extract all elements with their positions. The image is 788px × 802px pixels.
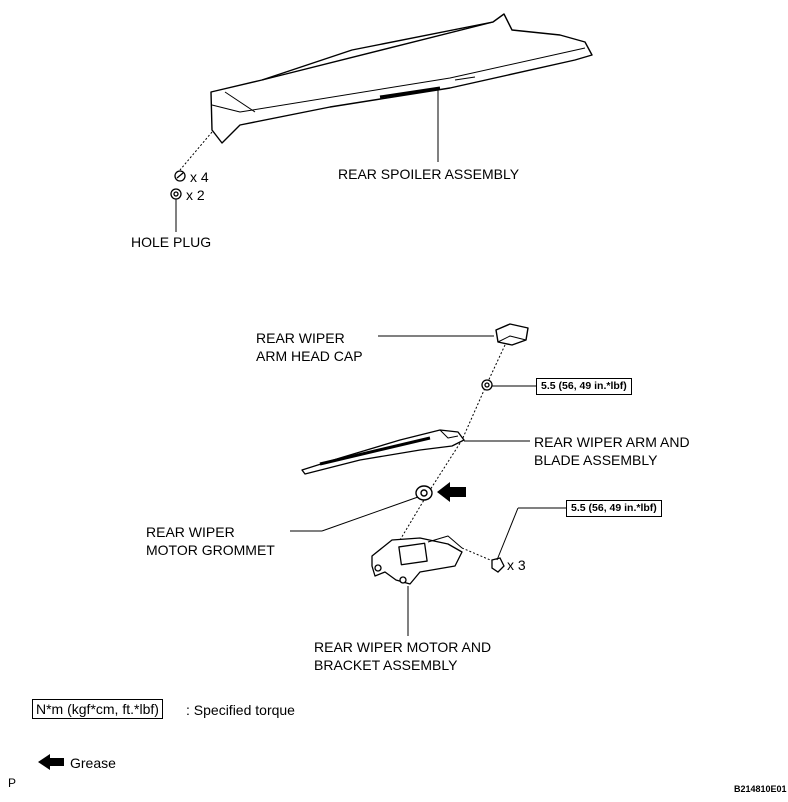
rear-spoiler-label: REAR SPOILER ASSEMBLY [338,166,520,182]
arm-blade-label-line1: REAR WIPER ARM AND [534,434,690,450]
bolt-torque-leader-line [496,507,519,561]
bolt-count-label: x 3 [507,557,526,573]
motor-grommet-icon [415,485,433,501]
hole-plug-count-label: x 2 [186,187,205,203]
grommet-leader-line-diag [321,496,419,532]
hole-plug-label: HOLE PLUG [131,234,212,250]
arm-head-cap-label-line2: ARM HEAD CAP [256,348,363,364]
figure-code: B214810E01 [734,784,787,794]
bolt-dash-line [461,547,496,563]
footer-left-mark: P [8,776,17,790]
grease-arrow-icon [437,482,466,502]
nut-icon [481,379,493,391]
nut-torque-box: 5.5 (56, 49 in.*lbf) [536,378,632,395]
grommet-label-line2: MOTOR GROMMET [146,542,275,558]
legend-grease-label: Grease [70,755,116,771]
legend-torque-description: : Specified torque [186,702,295,718]
motor-label-line2: BRACKET ASSEMBLY [314,657,458,673]
legend-torque-unit-box: N*m (kgf*cm, ft.*lbf) [32,699,163,719]
bolt-icon [491,557,505,573]
spoiler-clip-dash-line [179,131,213,171]
wiper-arm-drawing [301,429,465,475]
bolt-torque-box: 5.5 (56, 49 in.*lbf) [566,500,662,517]
arm-blade-label-line2: BLADE ASSEMBLY [534,452,658,468]
legend-grease-arrow-icon [38,754,64,770]
hole-plug-icon [170,188,182,200]
grommet-label-line1: REAR WIPER [146,524,235,540]
arm-head-cap-label-line1: REAR WIPER [256,330,345,346]
wiper-motor-drawing [371,535,463,585]
clip-count-label: x 4 [190,169,209,185]
rear-spoiler-drawing [210,13,593,144]
motor-label-line1: REAR WIPER MOTOR AND [314,639,492,655]
clip-icon [174,170,186,182]
arm-head-cap-drawing [495,323,529,346]
